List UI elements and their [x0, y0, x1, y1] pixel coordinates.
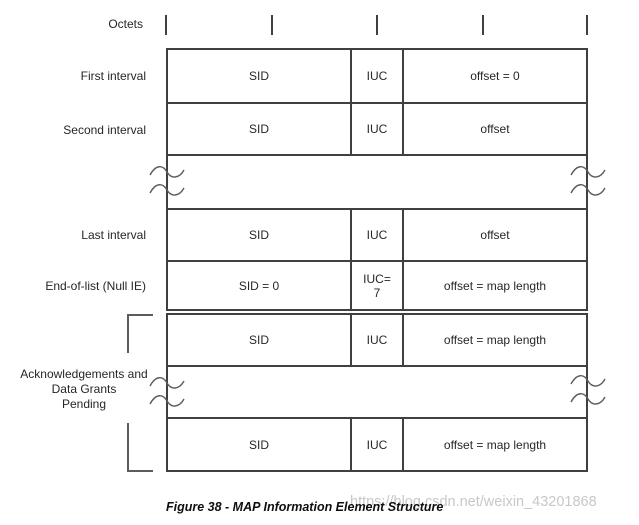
- cell-offset: offset = map length: [402, 262, 586, 309]
- cell-offset: offset = 0: [402, 50, 586, 102]
- octets-label: Octets: [108, 17, 143, 31]
- break-squiggle-left: [149, 166, 185, 196]
- label-second-interval: Second interval: [63, 123, 146, 137]
- group-bracket-bottom: [127, 470, 153, 472]
- row-last-interval: SID IUC offset: [166, 208, 588, 262]
- cell-iuc: IUC: [350, 104, 402, 154]
- cell-sid: SID: [248, 69, 269, 83]
- row-end-of-list: SID = 0 IUC= 7 offset = map length: [166, 262, 588, 311]
- cell-iuc: IUC: [350, 419, 402, 470]
- group-bracket-upper: [127, 314, 129, 353]
- label-end-of-list: End-of-list (Null IE): [45, 279, 146, 293]
- cell-sid: SID: [248, 228, 269, 242]
- cell-iuc: IUC: [350, 315, 402, 365]
- break-squiggle-right: [570, 375, 606, 405]
- group-bracket-top: [127, 314, 153, 316]
- cell-offset: offset: [402, 104, 586, 154]
- label-ack-data-grants-pending: Acknowledgements and Data Grants Pending: [4, 367, 164, 412]
- group-label-line2: Data Grants: [51, 382, 117, 396]
- break-squiggle-left: [149, 377, 185, 407]
- row-ack-first: SID IUC offset = map length: [166, 313, 588, 367]
- row-second-interval: SID IUC offset: [166, 104, 588, 156]
- break-region: [166, 156, 588, 208]
- cell-sid: SID: [248, 122, 269, 136]
- label-last-interval: Last interval: [81, 228, 146, 242]
- octet-tick: [165, 15, 167, 35]
- row-ack-last: SID IUC offset = map length: [166, 417, 588, 472]
- break-squiggle-right: [570, 166, 606, 196]
- group-bracket-lower: [127, 423, 129, 471]
- cell-sid: SID = 0: [238, 278, 280, 293]
- cell-iuc: IUC: [350, 210, 402, 260]
- cell-offset: offset: [402, 210, 586, 260]
- group-label-line1: Acknowledgements and: [20, 367, 148, 381]
- cell-sid: SID: [248, 333, 269, 347]
- octet-tick: [376, 15, 378, 35]
- group-label-line3: Pending: [61, 397, 107, 411]
- cell-sid: SID: [248, 437, 269, 452]
- cell-iuc: IUC: [350, 50, 402, 102]
- cell-offset: offset = map length: [402, 419, 586, 470]
- label-first-interval: First interval: [80, 69, 146, 83]
- cell-offset: offset = map length: [402, 315, 586, 365]
- figure-caption: Figure 38 - MAP Information Element Stru…: [166, 500, 444, 514]
- csdn-watermark: https://blog.csdn.net/weixin_43201868: [350, 494, 597, 510]
- octet-tick: [482, 15, 484, 35]
- octet-tick: [586, 15, 588, 35]
- row-first-interval: SID IUC offset = 0: [166, 48, 588, 104]
- break-region: [166, 367, 588, 417]
- octet-tick: [271, 15, 273, 35]
- cell-iuc: IUC= 7: [350, 262, 402, 309]
